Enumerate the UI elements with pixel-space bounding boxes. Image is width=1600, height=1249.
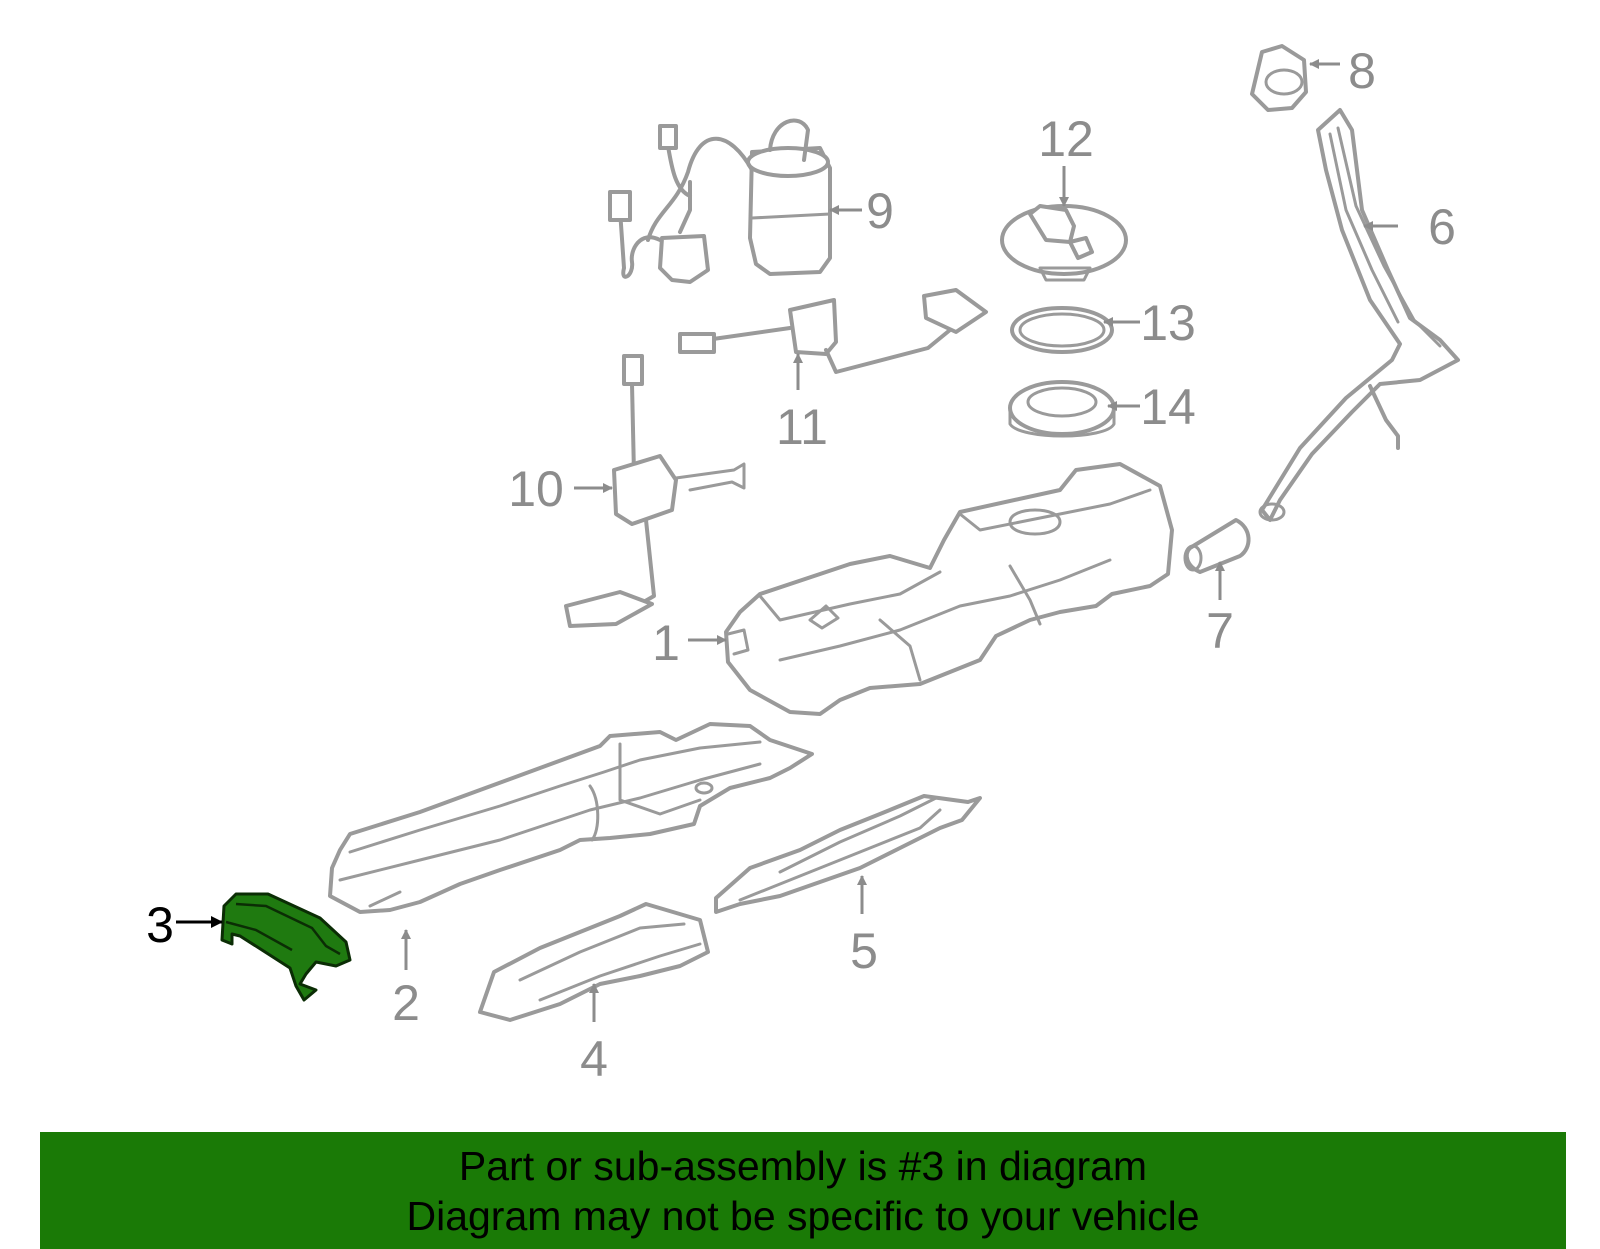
callout-2: 2 (392, 975, 420, 1031)
banner-line-part-number: Part or sub-assembly is #3 in diagram (458, 1142, 1148, 1189)
callout-14: 14 (1140, 379, 1196, 435)
info-banner: Part or sub-assembly is #3 in diagram Di… (40, 1132, 1566, 1249)
callout-11: 11 (776, 399, 828, 455)
callout-3-highlighted: 3 (146, 897, 174, 953)
part-8-fuel-cap[interactable] (1250, 44, 1308, 112)
callout-12: 12 (1038, 111, 1094, 167)
part-13-o-ring[interactable] (1010, 306, 1114, 354)
part-4-shield[interactable] (478, 902, 710, 1022)
callout-6: 6 (1428, 199, 1456, 255)
part-5-shield[interactable] (714, 794, 982, 914)
part-11-level-sender[interactable] (678, 288, 988, 374)
part-6-filler-neck[interactable] (1258, 108, 1460, 522)
callout-7: 7 (1206, 603, 1234, 659)
callout-8: 8 (1348, 43, 1376, 99)
part-12-pump-flange[interactable] (1000, 204, 1128, 282)
part-14-lock-ring[interactable] (1008, 380, 1116, 438)
callout-9: 9 (866, 183, 894, 239)
part-3-bracket-highlighted[interactable] (220, 892, 352, 1002)
part-1-fuel-tank[interactable] (724, 462, 1174, 716)
part-9-fuel-pump[interactable] (608, 118, 832, 284)
callout-13: 13 (1140, 295, 1196, 351)
callout-1: 1 (652, 615, 680, 671)
callout-5: 5 (850, 923, 878, 979)
callout-arrows (176, 59, 1398, 1022)
banner-line-disclaimer: Diagram may not be specific to your vehi… (406, 1192, 1200, 1239)
part-7-hose[interactable] (1183, 518, 1251, 574)
callout-4: 4 (580, 1031, 608, 1087)
callout-10: 10 (508, 461, 564, 517)
part-10-level-sensor[interactable] (564, 354, 746, 628)
part-2-heat-shield[interactable] (328, 722, 814, 914)
